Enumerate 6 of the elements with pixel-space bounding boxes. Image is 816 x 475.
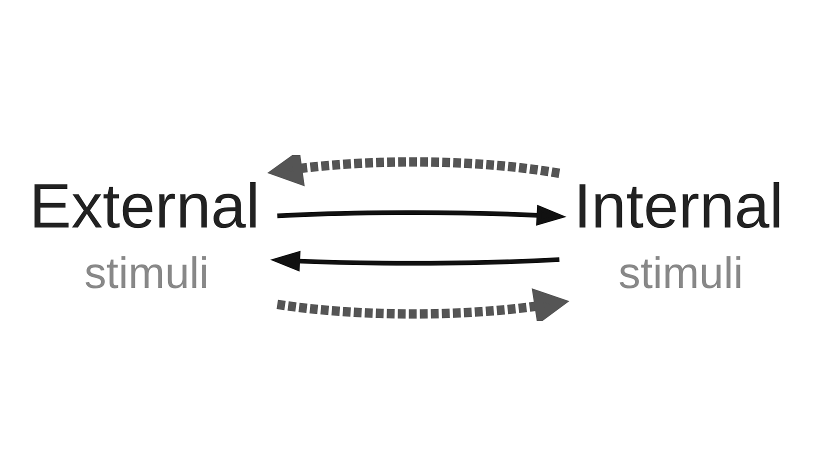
node-text: Internal stimuli (574, 171, 784, 298)
node-text: External stimuli (29, 171, 260, 298)
arrow (270, 250, 560, 272)
arrow (276, 288, 570, 320)
arrow (277, 204, 566, 226)
arrow (267, 154, 560, 186)
